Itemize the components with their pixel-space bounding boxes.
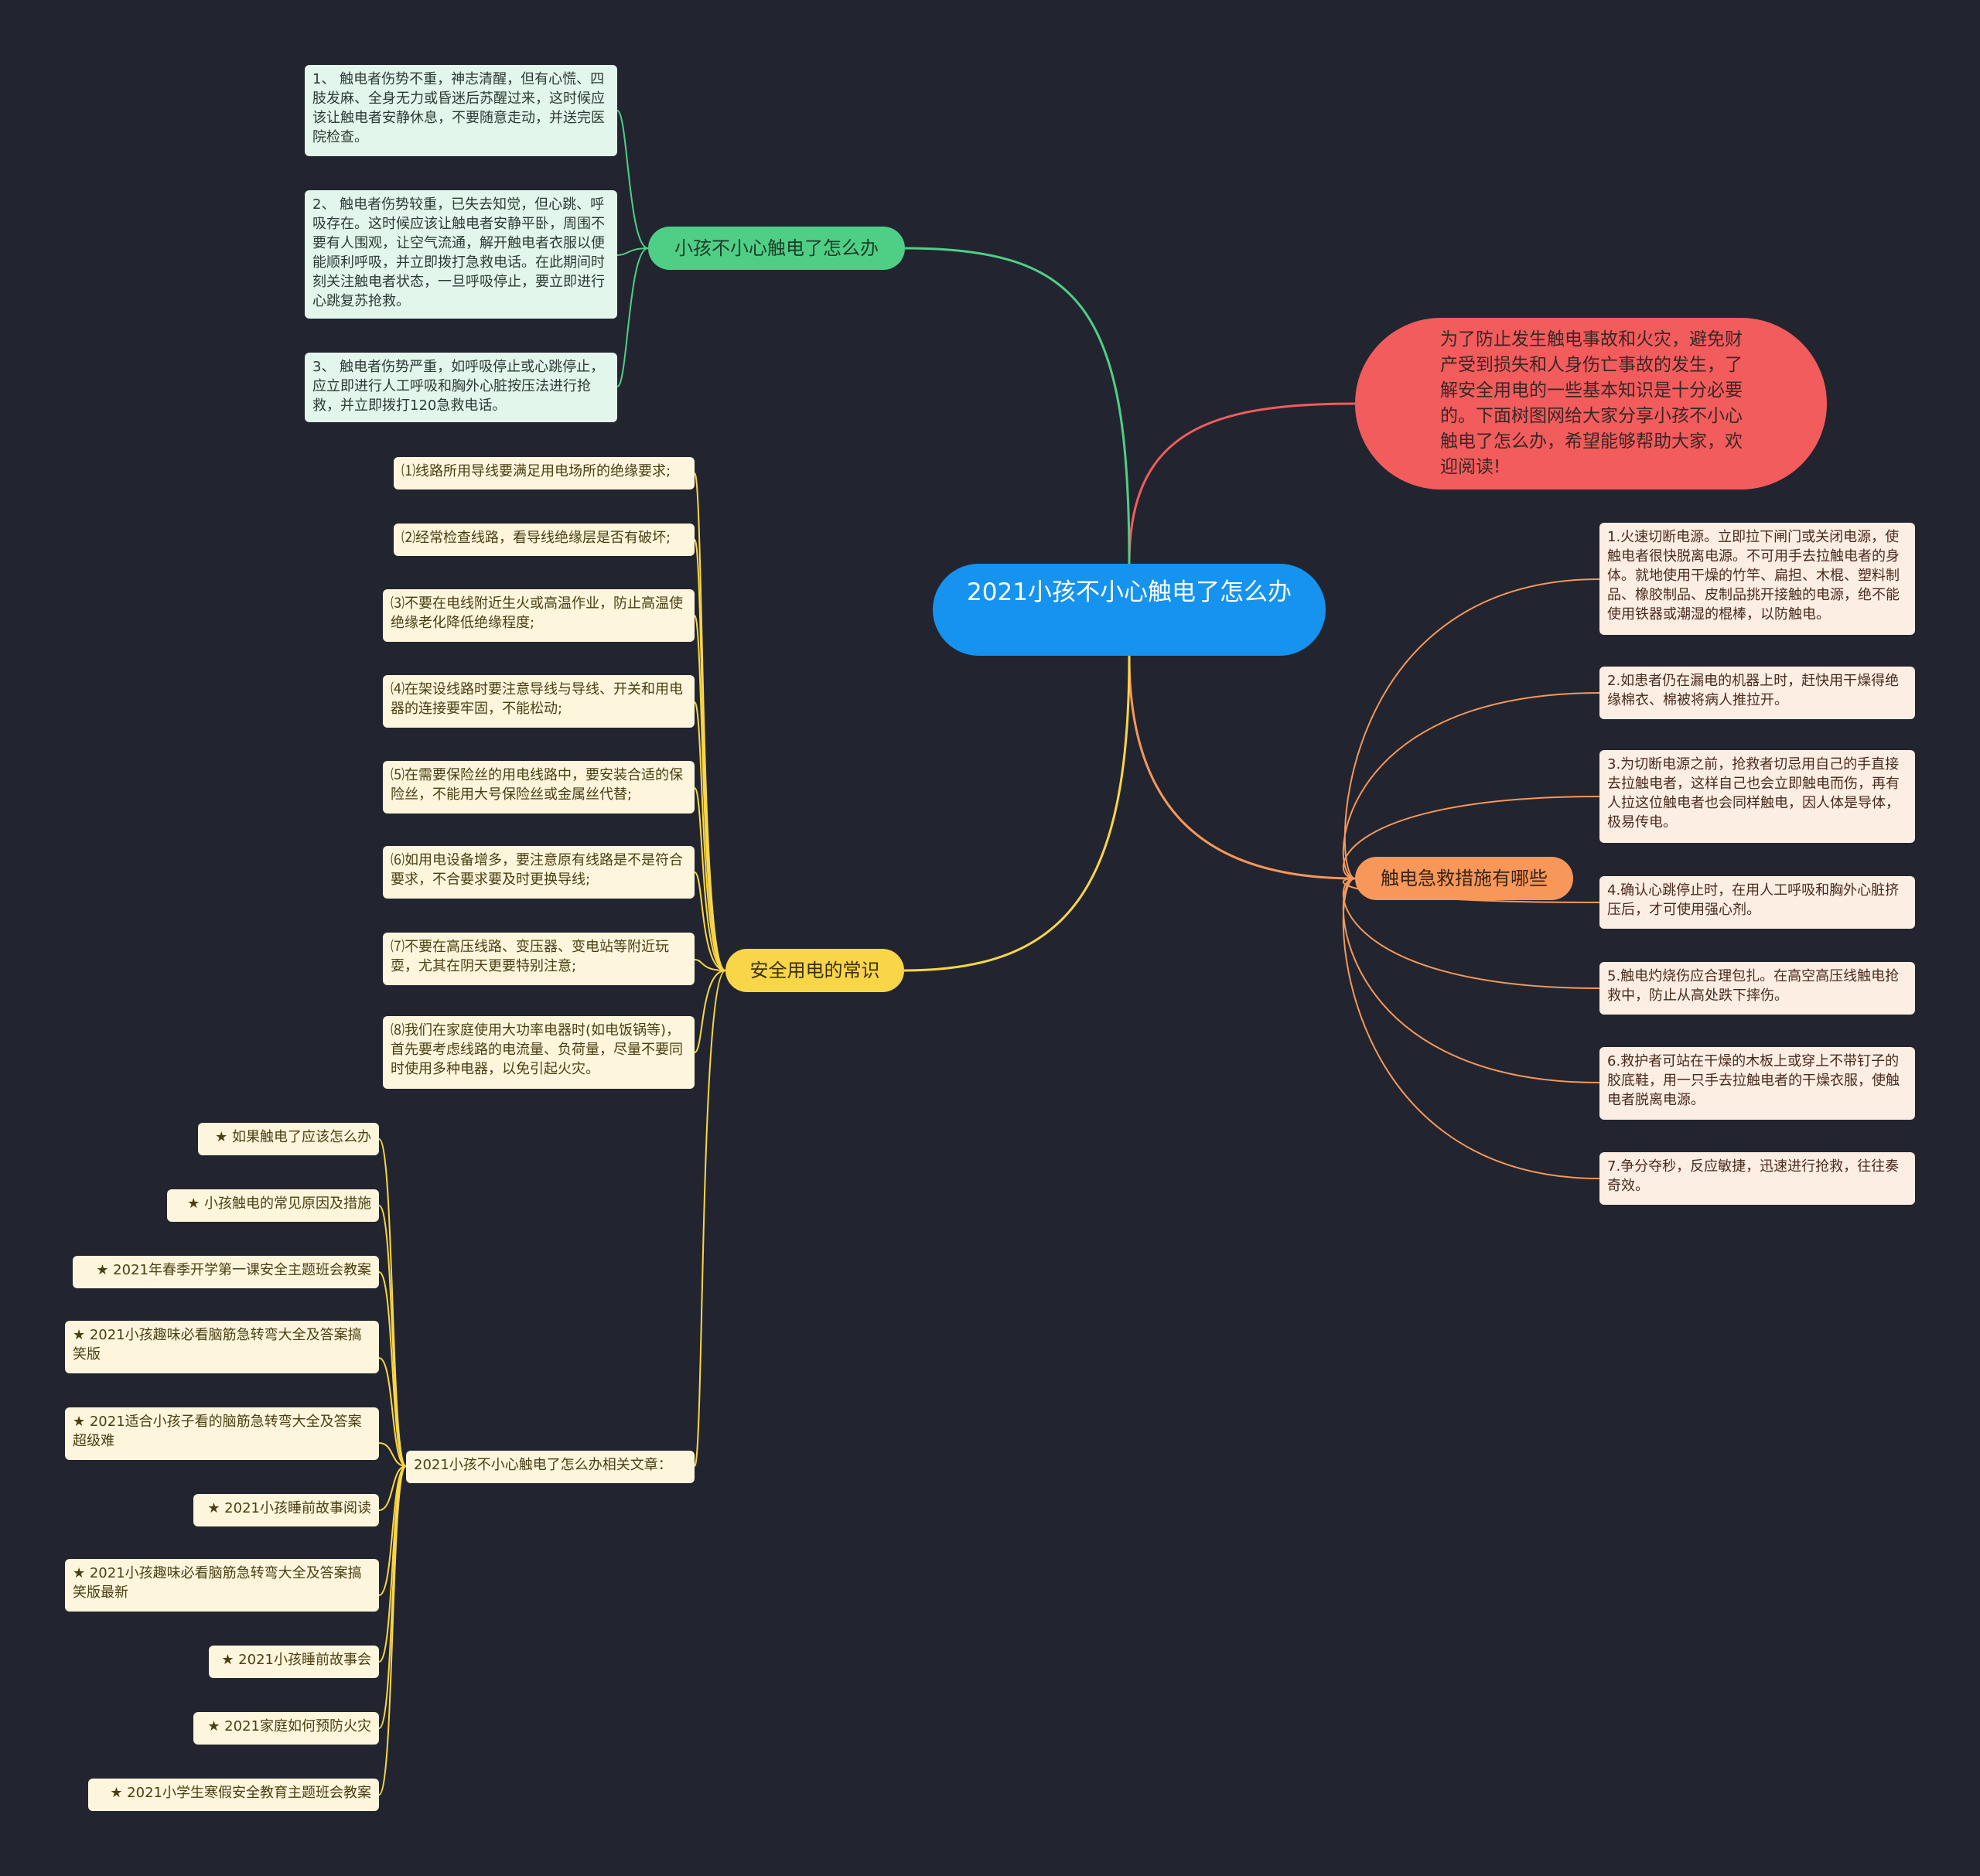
related-link-9[interactable]: ★ 2021家庭如何预防火灾: [193, 1712, 379, 1745]
related-link-10[interactable]: ★ 2021小学生寒假安全教育主题班会教案: [88, 1779, 379, 1811]
yellow-leaf-8[interactable]: ⑻我们在家庭使用大功率电器时(如电饭锅等)，首先要考虑线路的电流量、负荷量，尽量…: [383, 1016, 695, 1089]
green-leaf-1[interactable]: 1、 触电者伤势不重，神志清醒，但有心慌、四肢发麻、全身无力或昏迷后苏醒过来，这…: [305, 65, 617, 156]
edge-related-10: [378, 1465, 407, 1796]
edge-related-6: [378, 1465, 407, 1511]
related-link-1[interactable]: ★ 如果触电了应该怎么办: [198, 1123, 379, 1155]
related-link-3[interactable]: ★ 2021年春季开学第一课安全主题班会教案: [73, 1256, 379, 1288]
orange-leaf-4[interactable]: 4.确认心跳停止时，在用人工呼吸和胸外心脏挤压后，才可使用强心剂。: [1599, 876, 1915, 929]
edge-orange-3: [1342, 796, 1600, 879]
edge-center-green: [904, 247, 1131, 565]
related-link-5[interactable]: ★ 2021适合小孩子看的脑筋急转弯大全及答案超级难: [65, 1407, 379, 1460]
edge-orange-5: [1342, 878, 1600, 989]
yellow-leaf-6[interactable]: ⑹如用电设备增多，要注意原有线路是不是符合要求，不合要求要及时更换导线;: [383, 846, 695, 899]
orange-leaf-3[interactable]: 3.为切断电源之前，抢救者切忌用自己的手直接去拉触电者，这样自己也会立即触电而伤…: [1599, 750, 1915, 843]
edge-yellow-5: [694, 787, 726, 971]
green-leaf-3[interactable]: 3、 触电者伤势严重，如呼吸停止或心跳停止，应立即进行人工呼吸和胸外心脏按压法进…: [305, 353, 617, 422]
edge-orange-2: [1342, 692, 1600, 879]
edge-related-3: [378, 1271, 407, 1467]
edge-green-3: [616, 247, 649, 387]
yellow-leaf-3[interactable]: ⑶不要在电线附近生火或高温作业，防止高温使绝缘老化降低绝缘程度;: [383, 589, 695, 642]
yellow-leaf-1[interactable]: ⑴线路所用导线要满足用电场所的绝缘要求;: [394, 457, 695, 489]
edge-orange-6: [1342, 878, 1600, 1083]
edge-green-1: [616, 110, 649, 249]
edge-related-9: [378, 1465, 407, 1729]
edge-center-intro: [1128, 402, 1356, 565]
related-link-2[interactable]: ★ 小孩触电的常见原因及措施: [167, 1189, 379, 1222]
intro-node[interactable]: 为了防止发生触电事故和火灾，避免财产受到损失和人身伤亡事故的发生，了解安全用电的…: [1355, 318, 1827, 489]
related-articles-header[interactable]: 2021小孩不小心触电了怎么办相关文章：: [406, 1451, 695, 1483]
branch-safety-knowledge[interactable]: 安全用电的常识: [725, 949, 904, 992]
edge-yellow-8: [694, 970, 726, 1053]
edge-related-4: [378, 1357, 407, 1467]
yellow-leaf-2[interactable]: ⑵经常检查线路，看导线绝缘层是否有破坏;: [394, 524, 695, 556]
green-leaf-2[interactable]: 2、 触电者伤势较重，已失去知觉，但心跳、呼吸存在。这时候应该让触电者安静平卧，…: [305, 190, 617, 319]
center-topic[interactable]: 2021小孩不小心触电了怎么办: [933, 564, 1326, 656]
orange-leaf-2[interactable]: 2.如患者仍在漏电的机器上时，赶快用干燥得绝缘棉衣、棉被将病人推拉开。: [1599, 667, 1915, 719]
orange-leaf-6[interactable]: 6.救护者可站在干燥的木板上或穿上不带钉子的胶底鞋，用一只手去拉触电者的干燥衣服…: [1599, 1047, 1915, 1120]
edge-center-orange: [1128, 655, 1356, 880]
yellow-leaf-7[interactable]: ⑺不要在高压线路、变压器、变电站等附近玩耍，尤其在阴天更要特别注意;: [383, 933, 695, 985]
edge-yellow-2: [694, 539, 726, 971]
branch-first-aid[interactable]: 触电急救措施有哪些: [1355, 857, 1573, 900]
edge-green-2: [616, 247, 649, 256]
edge-related-7: [378, 1465, 407, 1596]
orange-leaf-7[interactable]: 7.争分夺秒，反应敏捷，迅速进行抢救，往往奏奇效。: [1599, 1152, 1915, 1205]
edge-related-2: [378, 1205, 407, 1467]
edge-yellow-4: [694, 701, 726, 971]
edge-orange-7: [1342, 878, 1600, 1179]
related-link-7[interactable]: ★ 2021小孩趣味必看脑筋急转弯大全及答案搞笑版最新: [65, 1559, 379, 1612]
edge-orange-1b: [1345, 579, 1599, 878]
orange-leaf-1[interactable]: 1.火速切断电源。立即拉下闸门或关闭电源，使触电者很快脱离电源。不可用手去拉触电…: [1599, 523, 1915, 635]
yellow-leaf-4[interactable]: ⑷在架设线路时要注意导线与导线、开关和用电器的连接要牢固，不能松动;: [383, 675, 695, 728]
edge-yellow-6: [694, 871, 726, 971]
orange-leaf-5[interactable]: 5.触电灼烧伤应合理包扎。在高空高压线触电抢救中，防止从高处跌下摔伤。: [1599, 962, 1915, 1015]
branch-what-to-do[interactable]: 小孩不小心触电了怎么办: [648, 227, 905, 270]
edge-related-5: [378, 1442, 407, 1467]
edge-orange-1: [1343, 578, 1600, 879]
related-link-4[interactable]: ★ 2021小孩趣味必看脑筋急转弯大全及答案搞笑版: [65, 1321, 379, 1373]
edge-yellow-7: [694, 959, 726, 971]
yellow-leaf-5[interactable]: ⑸在需要保险丝的用电线路中，要安装合适的保险丝，不能用大号保险丝或金属丝代替;: [383, 761, 695, 814]
edge-yellow-3: [694, 615, 726, 971]
edge-center-yellow: [903, 655, 1131, 972]
edge-yellow-related: [694, 970, 726, 1467]
related-link-8[interactable]: ★ 2021小孩睡前故事会: [209, 1646, 379, 1678]
related-link-6[interactable]: ★ 2021小孩睡前故事阅读: [193, 1494, 379, 1526]
